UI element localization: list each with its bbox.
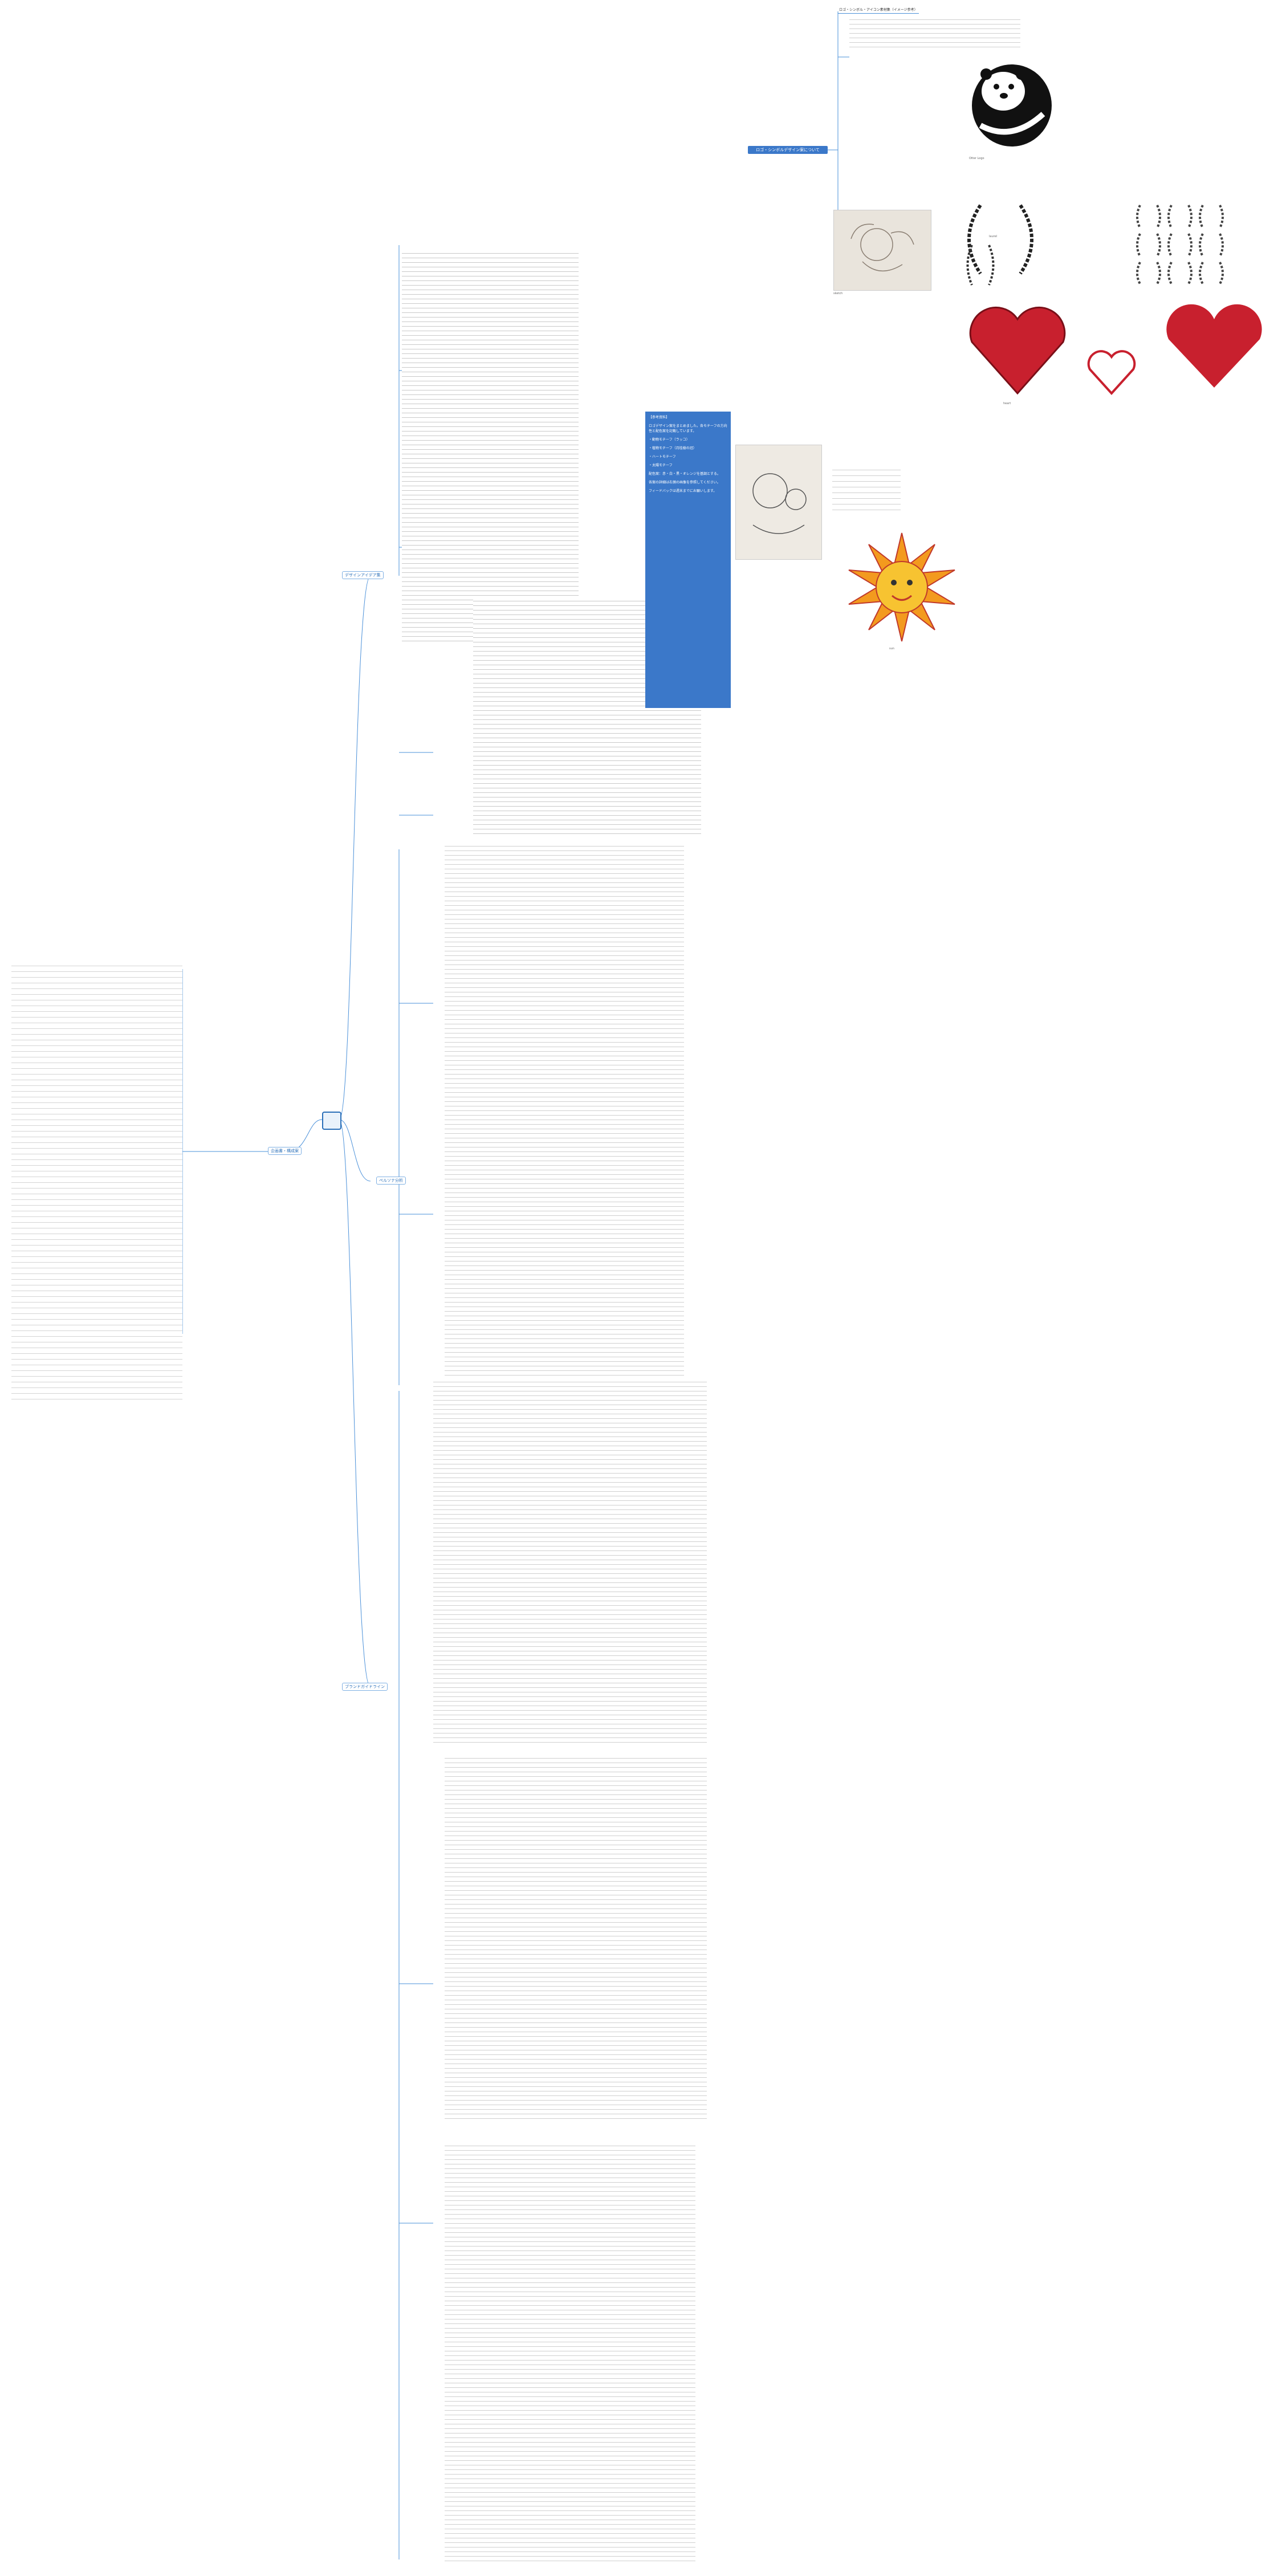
sun-color-image[interactable] bbox=[844, 530, 960, 644]
text-block-middle-2 bbox=[433, 1379, 707, 1744]
main-node-persona[interactable]: ペルソナ分析 bbox=[376, 1177, 406, 1185]
sketch-caption: sketch bbox=[833, 292, 843, 295]
text-block-lower-2 bbox=[445, 2143, 695, 2565]
laurel-small-image[interactable] bbox=[963, 239, 998, 291]
notes-line: ロゴデザイン案をまとめました。各モチーフの方向性と配色案を記載しています。 bbox=[649, 424, 727, 433]
text-block-upper bbox=[402, 251, 579, 644]
text-block-lower bbox=[445, 1756, 707, 2121]
sun-sketch-icon bbox=[752, 473, 807, 534]
otter-icon bbox=[972, 64, 1052, 146]
notes-line: 【参考資料】 bbox=[649, 416, 670, 420]
sun-caption: sun bbox=[889, 647, 894, 650]
sketch-drawing-icon bbox=[850, 223, 914, 271]
text-block-right-top bbox=[849, 17, 1020, 51]
notes-line: 各案の詳細は右側の画像を参照してください。 bbox=[649, 481, 721, 485]
main-node-proposal[interactable]: 企画書・構成案 bbox=[268, 1147, 302, 1155]
heart-outline-image[interactable] bbox=[1083, 342, 1140, 399]
heart-large-image[interactable] bbox=[960, 296, 1075, 399]
heart-caption: heart bbox=[1003, 402, 1011, 405]
main-node-guidelines[interactable]: ブランドガイドライン bbox=[342, 1683, 388, 1691]
sun-sketch-image[interactable] bbox=[735, 445, 822, 560]
laurel-grid-image[interactable] bbox=[1134, 200, 1243, 285]
notes-line: フィードバックは週末までにお願いします。 bbox=[649, 489, 717, 493]
notes-line: ・動物モチーフ（ラッコ） bbox=[649, 438, 690, 442]
notes-line: ・太陽モチーフ bbox=[649, 463, 673, 467]
text-block-left bbox=[11, 963, 182, 1402]
notes-line: ・ハートモチーフ bbox=[649, 455, 676, 459]
laurel-grid-icon bbox=[1136, 205, 1224, 284]
text-block-middle bbox=[445, 844, 684, 1379]
heart-solid-image[interactable] bbox=[1160, 296, 1268, 393]
heart-solid-icon bbox=[1166, 304, 1262, 388]
notes-line: 配色案：赤・白・黒・オレンジを基調とする。 bbox=[649, 472, 721, 476]
main-node-ideas[interactable]: デザインアイデア集 bbox=[342, 571, 384, 579]
text-block-right-mid bbox=[832, 467, 901, 513]
title-pill[interactable]: ロゴ・シンボルデザイン案について bbox=[748, 146, 828, 154]
sketch-image[interactable] bbox=[833, 210, 931, 291]
laurel-wreath-icon bbox=[967, 204, 1033, 275]
laurel-caption: laurel bbox=[989, 235, 998, 238]
sun-icon bbox=[848, 532, 955, 642]
notes-box: 【参考資料】 ロゴデザイン案をまとめました。各モチーフの方向性と配色案を記載して… bbox=[645, 412, 731, 708]
laurel-large-image[interactable] bbox=[958, 194, 1043, 285]
notes-line: ・植物モチーフ（月桂樹の冠） bbox=[649, 446, 697, 450]
root-node[interactable] bbox=[322, 1112, 341, 1130]
top-title: ロゴ・シンボル・アイコン素材集（イメージ参考） bbox=[838, 8, 919, 14]
otter-caption: Otter Logo bbox=[969, 157, 984, 160]
heart-outline-icon bbox=[1087, 350, 1136, 395]
heart-icon bbox=[969, 306, 1066, 395]
otter-logo-image[interactable] bbox=[958, 51, 1066, 154]
laurel-small-icon bbox=[966, 245, 995, 286]
